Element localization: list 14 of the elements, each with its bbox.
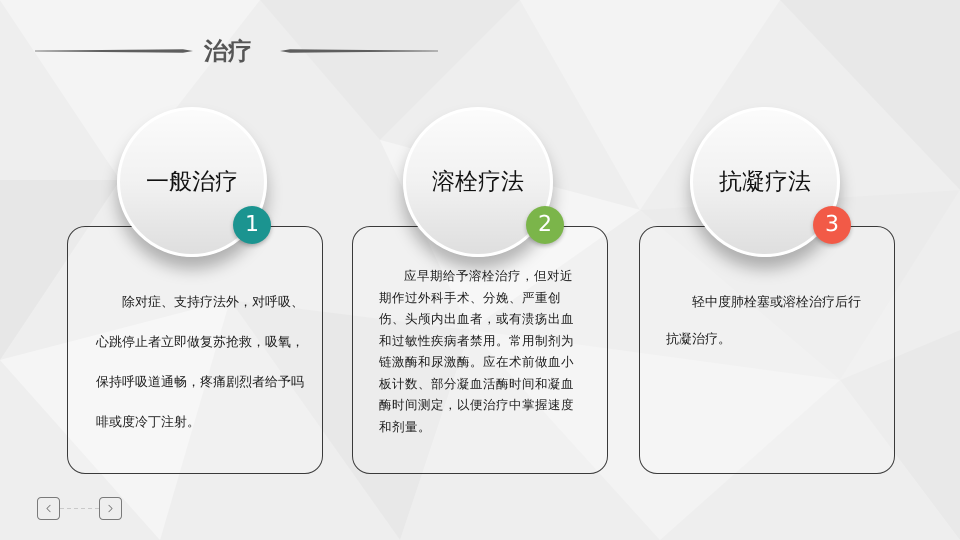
connector-line bbox=[60, 508, 100, 509]
step-number: 1 bbox=[245, 214, 259, 236]
step-number: 3 bbox=[825, 214, 839, 236]
number-badge bbox=[233, 206, 271, 244]
circle-title: 抗凝疗法 bbox=[719, 168, 811, 197]
slide-title: 治疗 bbox=[204, 36, 252, 66]
description-text: 应早期给予溶栓治疗，但对近期作过外科手术、分娩、严重创伤、头颅内出血者，或有溃疡出血和过敏性疾病者禁用。常用制剂为链激酶和尿激酶。应在术前做血小板计数、部分凝血活酶时间和凝血酶时间测定，以便治疗中掌握速度和剂量。 bbox=[379, 267, 575, 436]
description-text: 除对症、支持疗法外，对呼吸、心跳停止者立即做复苏抢救，吸氧，保持呼吸道通畅，疼痛剧烈者给予吗啡或度冷丁注射。 bbox=[96, 294, 305, 432]
nav-button bbox=[99, 497, 122, 520]
circle-title: 一般治疗 bbox=[146, 168, 238, 197]
description-text: 轻中度肺栓塞或溶栓治疗后行抗凝治疗。 bbox=[666, 294, 862, 349]
step-number: 2 bbox=[538, 214, 552, 236]
nav-button bbox=[37, 497, 60, 520]
circle-title: 溶栓疗法 bbox=[432, 168, 524, 197]
